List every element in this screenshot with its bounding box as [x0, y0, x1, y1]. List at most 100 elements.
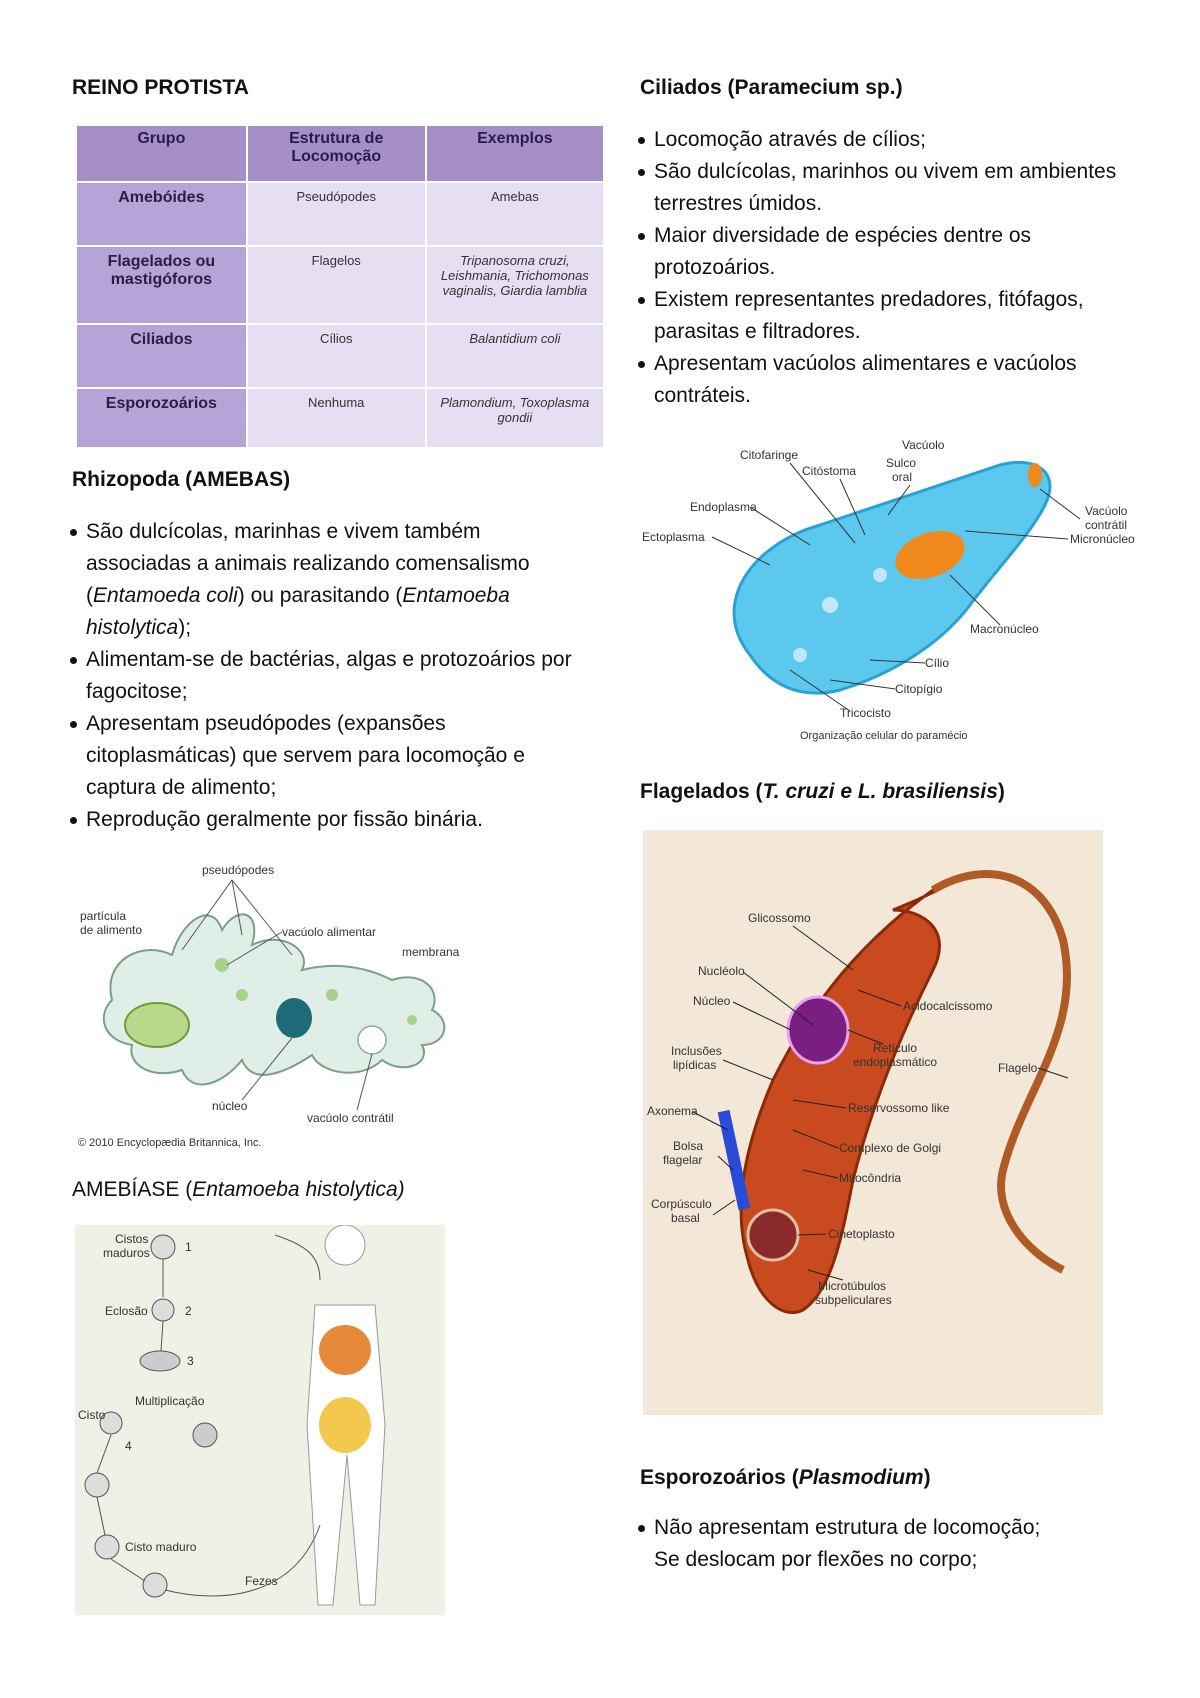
- list-item: Existem representantes predadores, fitóf…: [638, 284, 1118, 348]
- nucleus-tc: [786, 995, 850, 1065]
- step-3: 3: [187, 1354, 194, 1368]
- flagellum: [930, 870, 1071, 1274]
- label-nucleo-tc: Núcleo: [693, 994, 731, 1008]
- food-vacuole: [236, 989, 248, 1001]
- list-item: Apresentam vacúolos alimentares e vacúol…: [638, 348, 1118, 412]
- table-row: Ciliados Cílios Balantidium coli: [75, 323, 606, 389]
- label-vacuolo-alimentar: vacúolo alimentar: [282, 925, 376, 939]
- label-flagelo: Flagelo: [998, 1061, 1038, 1075]
- rhizopoda-title: Rhizopoda (AMEBAS): [72, 468, 291, 491]
- table-cell: Cílios: [245, 323, 427, 389]
- label-mitocondria: Mitocôndria: [839, 1171, 901, 1185]
- contractile-vacuole: [357, 1025, 387, 1055]
- step-4: 4: [125, 1439, 132, 1453]
- label-nucleo: núcleo: [212, 1099, 248, 1113]
- table-cell: Tripanosoma cruzi, Leishmania, Trichomon…: [424, 245, 606, 325]
- label-vacuolo: Vacúolo: [902, 438, 945, 452]
- esporozoarios-title: Esporozoários (Plasmodium): [640, 1466, 931, 1489]
- lungs: [319, 1325, 371, 1375]
- figure-caption: Organização celular do paramécio: [800, 730, 968, 742]
- paramecium-body: [732, 460, 1052, 695]
- label-flagelar: flagelar: [663, 1153, 702, 1167]
- copyright: © 2010 Encyclopædia Britannica, Inc.: [78, 1137, 262, 1149]
- micronucleus: [1028, 463, 1042, 487]
- table-cell: Flagelos: [245, 245, 427, 325]
- page-title: REINO PROTISTA: [72, 76, 249, 99]
- label-fezes: Fezes: [245, 1574, 278, 1588]
- label-corpusculo: Corpúsculo: [651, 1197, 712, 1211]
- label-golgi: Complexo de Golgi: [839, 1141, 941, 1155]
- label-cinetoplasto: Cinetoplasto: [828, 1227, 895, 1241]
- table-cell: Balantidium coli: [424, 323, 606, 389]
- step-1: 1: [185, 1240, 192, 1254]
- table-header: Exemplos: [424, 124, 606, 183]
- kinetoplast: [746, 1208, 800, 1262]
- ciliados-title: Ciliados (Paramecium sp.): [640, 76, 903, 99]
- label-glicossomo: Glicossomo: [748, 911, 811, 925]
- label-citopigio: Citopígio: [895, 682, 943, 696]
- esporozoarios-list: Não apresentam estrutura de locomoção;Se…: [638, 1512, 1118, 1576]
- amebiasis-cycle-diagram: Cistos maduros Eclosão Multiplicação Cis…: [75, 1225, 445, 1615]
- label-endoplasmatico: endoplasmático: [853, 1055, 937, 1069]
- list-item: Locomoção através de cílios;: [638, 124, 1118, 156]
- trypanosoma-body: [739, 880, 954, 1314]
- food-vacuole: [407, 1015, 417, 1025]
- protist-groups-table: Grupo Estrutura de Locomoção Exemplos Am…: [75, 124, 606, 449]
- label-reticulo: Retículo: [873, 1041, 917, 1055]
- amebiase-title: AMEBÍASE (Entamoeba histolytica): [72, 1178, 405, 1201]
- table-cell: Ciliados: [75, 323, 248, 389]
- intestine: [319, 1397, 371, 1453]
- label-endoplasma: Endoplasma: [690, 500, 757, 514]
- table-cell: Amebóides: [75, 181, 248, 247]
- table-row: Flagelados ou mastigóforos Flagelos Trip…: [75, 245, 606, 325]
- label-lipidicas: lipídicas: [673, 1058, 716, 1072]
- label-vacuolo-contratil: Vacúolo: [1085, 504, 1128, 518]
- label-particula-b: de alimento: [80, 923, 142, 937]
- label-sulco: Sulco: [886, 456, 916, 470]
- macronucleus: [895, 530, 965, 580]
- table-cell: Pseudópodes: [245, 181, 427, 247]
- label-particula: partícula: [80, 909, 126, 923]
- label-cisto: Cisto: [78, 1408, 106, 1422]
- list-item: Maior diversidade de espécies dentre os …: [638, 220, 1118, 284]
- table-row: Esporozoários Nenhuma Plamondium, Toxopl…: [75, 387, 606, 449]
- label-pseudopodes: pseudópodes: [202, 863, 274, 877]
- table-header: Grupo: [75, 124, 248, 183]
- label-citofaringe: Citofaringe: [740, 448, 798, 462]
- list-item: Alimentam-se de bactérias, algas e proto…: [70, 644, 575, 708]
- list-item: Não apresentam estrutura de locomoção;Se…: [638, 1512, 1118, 1576]
- table-cell: Amebas: [424, 181, 606, 247]
- label-citostoma: Citóstoma: [802, 464, 856, 478]
- axoneme: [717, 1109, 751, 1211]
- label-bolsa: Bolsa: [673, 1139, 703, 1153]
- food-vacuole: [215, 958, 229, 972]
- label-multiplicacao: Multiplicação: [135, 1394, 205, 1408]
- label-subpeliculares: subpeliculares: [815, 1293, 892, 1307]
- nucleus: [276, 998, 312, 1038]
- amoeba-diagram: pseudópodes partícula de alimento vacúol…: [78, 863, 460, 1149]
- label-reservossomo: Reservossomo like: [848, 1101, 950, 1115]
- list-item: São dulcícolas, marinhas e vivem também …: [70, 516, 575, 644]
- table-cell: Esporozoários: [75, 387, 248, 449]
- table-cell: Nenhuma: [245, 387, 427, 449]
- label-acidocalcissomo: Acidocalcissomo: [903, 999, 993, 1013]
- label-eclosao: Eclosão: [105, 1304, 148, 1318]
- amoeba-body: [102, 913, 446, 1086]
- label-maduros: maduros: [103, 1246, 150, 1260]
- rhizopoda-list: São dulcícolas, marinhas e vivem também …: [70, 516, 575, 836]
- label-micronucleo: Micronúcleo: [1070, 532, 1135, 546]
- paramecium-diagram: Citofaringe Citóstoma Vacúolo Sulco oral…: [642, 438, 1135, 742]
- step-2: 2: [185, 1304, 192, 1318]
- label-axonema: Axonema: [647, 1104, 698, 1118]
- ciliados-list: Locomoção através de cílios; São dulcíco…: [638, 124, 1118, 412]
- food-vacuole: [326, 989, 338, 1001]
- trypanosoma-diagram: Glicossomo Nucléolo Núcleo Acidocalcisso…: [643, 830, 1103, 1415]
- label-nucleolo: Nucléolo: [698, 964, 745, 978]
- table-cell: Flagelados ou mastigóforos: [75, 245, 248, 325]
- label-cisto-maduro: Cisto maduro: [125, 1540, 197, 1554]
- label-cilio: Cílio: [925, 656, 949, 670]
- table-header: Estrutura de Locomoção: [245, 124, 427, 183]
- label-contratil: contrátil: [1085, 518, 1127, 532]
- label-vacuolo-contratil: vacúolo contrátil: [307, 1111, 394, 1125]
- label-inclusoes: Inclusões: [671, 1044, 722, 1058]
